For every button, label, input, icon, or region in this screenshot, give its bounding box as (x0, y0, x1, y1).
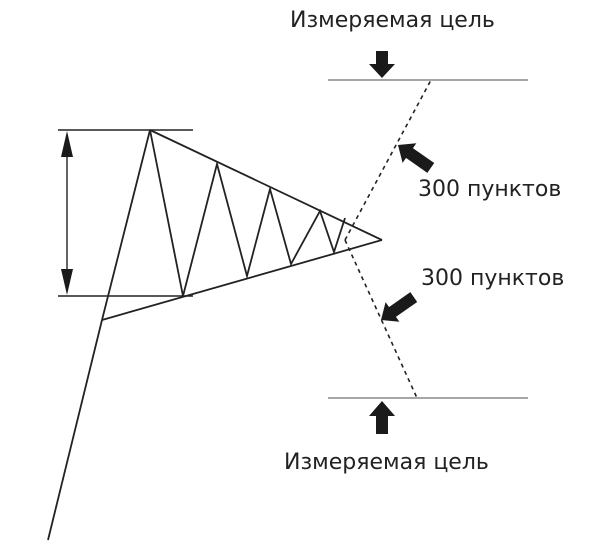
arrow-up-icon (369, 401, 395, 434)
trend-line (47, 319, 103, 541)
target-label-top: Измеряемая цель (290, 8, 495, 33)
arrow-down-icon (369, 51, 395, 78)
diagonal-arrow-icon (398, 143, 435, 173)
points-label-lower: 300 пунктов (421, 266, 565, 291)
target-label-bottom: Измеряемая цель (284, 450, 489, 475)
lower-boundary (101, 239, 383, 321)
diagonal-arrow-icon (381, 292, 418, 322)
points-label-upper: 300 пунктов (418, 177, 562, 202)
upper-boundary (149, 129, 383, 241)
double-arrow-icon (61, 131, 73, 295)
price-zigzag (101, 129, 346, 321)
projection-down (344, 239, 418, 399)
projection-up (344, 79, 432, 241)
